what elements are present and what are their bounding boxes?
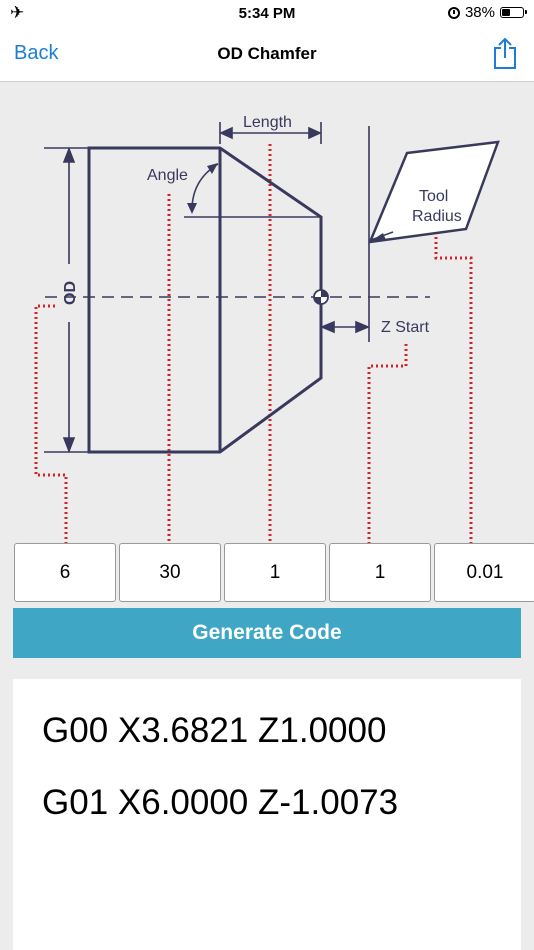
angle-label: Angle xyxy=(147,167,188,184)
chamfer-diagram: OD Angle Length Z Start Tool Radius xyxy=(34,114,500,544)
leader-od xyxy=(34,304,68,544)
input-row xyxy=(14,543,534,604)
leader-tool-radius xyxy=(434,232,473,544)
tool-label: Tool xyxy=(419,188,448,205)
code-output: G00 X3.6821 Z1.0000 G01 X6.0000 Z-1.0073 xyxy=(13,679,521,950)
angle-arrow-2 xyxy=(187,203,197,214)
length-label: Length xyxy=(243,114,292,131)
length-dimension xyxy=(219,122,322,144)
airplane-icon: ✈ xyxy=(10,3,25,22)
od-input[interactable] xyxy=(14,543,116,602)
origin-marker xyxy=(313,289,329,305)
tool-insert xyxy=(368,140,500,244)
dotted-leaders xyxy=(34,144,473,544)
back-button[interactable]: Back xyxy=(14,42,59,64)
angle-input[interactable] xyxy=(119,543,221,602)
radius-label: Radius xyxy=(412,208,462,225)
length-input[interactable] xyxy=(224,543,326,602)
leader-z-start xyxy=(367,344,408,544)
battery-percent: 38% xyxy=(464,4,495,21)
od-dimension xyxy=(44,146,88,454)
z-start-input[interactable] xyxy=(329,543,431,602)
angle-arrow xyxy=(207,163,218,174)
status-bar: ✈ 5:34 PM 38% xyxy=(0,0,534,28)
status-right: 38% xyxy=(447,4,527,21)
share-icon[interactable] xyxy=(492,36,518,70)
battery-fill xyxy=(502,9,511,16)
code-line: G01 X6.0000 Z-1.0073 xyxy=(42,783,399,822)
battery-icon xyxy=(500,7,527,18)
z-start-dimension xyxy=(319,126,371,342)
workpiece xyxy=(87,146,323,454)
page-title: OD Chamfer xyxy=(217,44,317,63)
z-start-label: Z Start xyxy=(381,319,430,336)
tool-radius-input[interactable] xyxy=(434,543,534,602)
status-time: 5:34 PM xyxy=(238,5,296,22)
nav-bar: Back OD Chamfer xyxy=(0,28,534,82)
generate-code-button[interactable]: Generate Code xyxy=(13,608,521,658)
code-line: G00 X3.6821 Z1.0000 xyxy=(42,711,387,750)
alarm-icon xyxy=(447,6,460,19)
od-label: OD xyxy=(62,281,79,305)
